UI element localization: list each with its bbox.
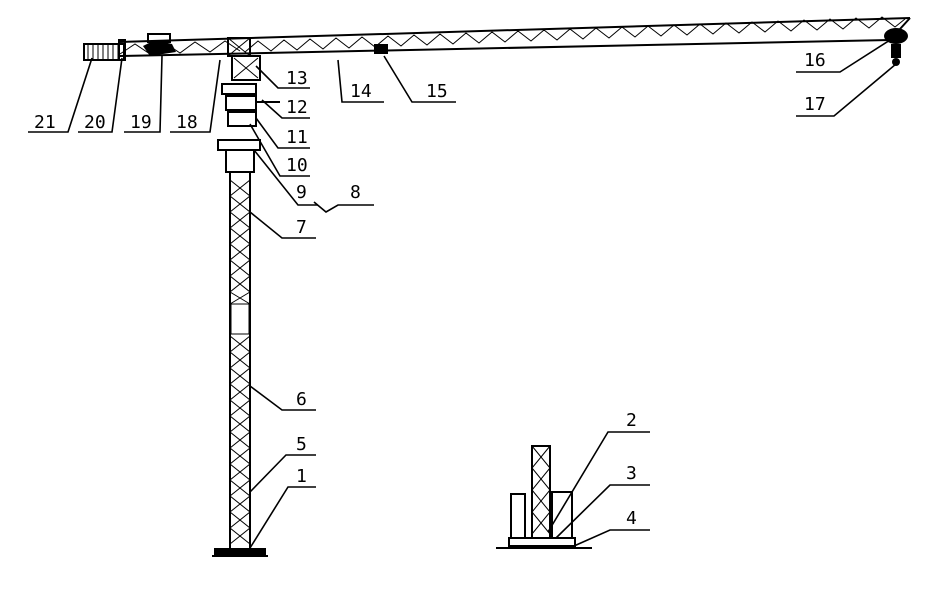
label-17: 17 xyxy=(804,94,826,115)
label-8: 8 xyxy=(350,182,361,203)
label-3: 3 xyxy=(626,463,637,484)
label-16: 16 xyxy=(804,50,826,71)
label-4: 4 xyxy=(626,508,637,529)
leader-lines xyxy=(28,39,897,549)
self-erecting-frame xyxy=(496,445,592,549)
label-19: 19 xyxy=(130,112,152,133)
label-15: 15 xyxy=(426,81,448,102)
climbing-frame xyxy=(217,139,261,173)
jib xyxy=(119,16,911,57)
label-13: 13 xyxy=(286,68,308,89)
label-2: 2 xyxy=(626,410,637,431)
hoisting-winch xyxy=(143,33,176,56)
slewing-assembly xyxy=(221,83,280,127)
label-5: 5 xyxy=(296,434,307,455)
number-labels: 21 20 19 18 13 12 11 10 9 8 7 6 5 1 14 1… xyxy=(34,50,826,529)
label-18: 18 xyxy=(176,112,198,133)
label-1: 1 xyxy=(296,466,307,487)
label-9: 9 xyxy=(296,182,307,203)
hook-block xyxy=(884,28,908,66)
tower-mast xyxy=(229,172,251,548)
tower-base xyxy=(212,548,268,557)
label-7: 7 xyxy=(296,217,307,238)
label-10: 10 xyxy=(286,155,308,176)
trolley xyxy=(374,44,388,54)
label-21: 21 xyxy=(34,112,56,133)
label-11: 11 xyxy=(286,127,308,148)
label-6: 6 xyxy=(296,389,307,410)
label-20: 20 xyxy=(84,112,106,133)
counter-jib-platform xyxy=(83,39,126,61)
label-14: 14 xyxy=(350,81,372,102)
label-12: 12 xyxy=(286,97,308,118)
cab xyxy=(227,37,261,81)
